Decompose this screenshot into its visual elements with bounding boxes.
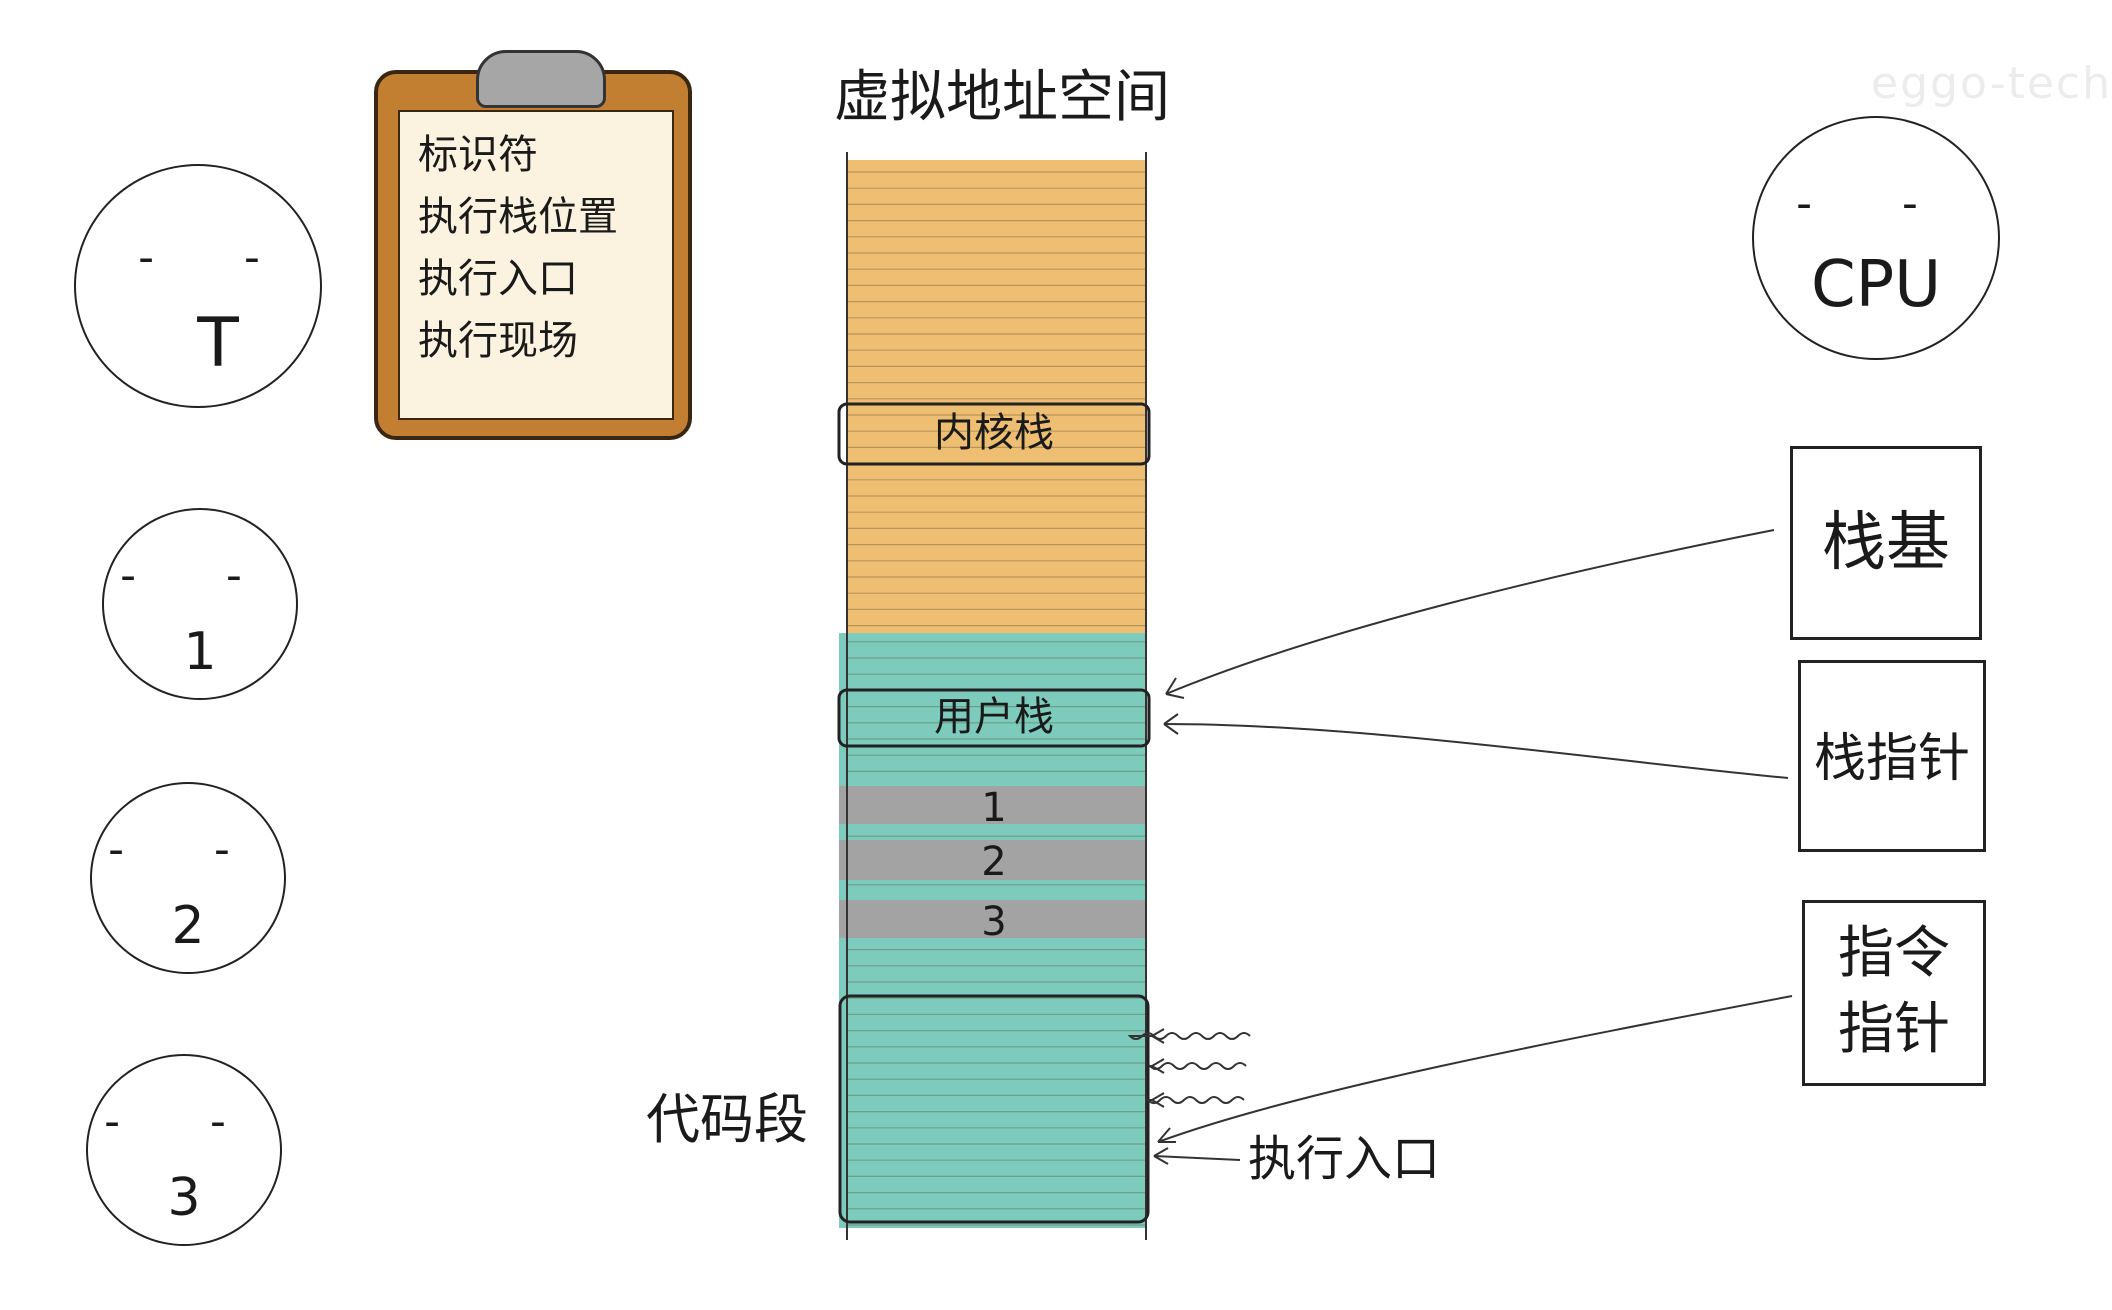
- clipboard-item-stack-location: 执行栈位置: [418, 194, 618, 240]
- stack-pointer-arrow: [1163, 713, 1789, 779]
- cpu-label: CPU: [1810, 248, 1942, 322]
- face-eyes: - -: [120, 550, 280, 601]
- face-eyes: - -: [104, 1096, 264, 1147]
- face-label: 2: [171, 896, 205, 956]
- stack-pointer-label: 栈指针: [1813, 729, 1970, 789]
- thread-stack-label-3: 3: [981, 899, 1007, 945]
- kernel-stack-label: 内核栈: [934, 410, 1054, 456]
- face-label: 3: [167, 1168, 201, 1228]
- watermark: eggo-tech: [1871, 58, 2112, 109]
- face-eyes: - -: [1796, 178, 1956, 229]
- face-label: T: [197, 304, 239, 383]
- user-stack-box: [837, 688, 1151, 748]
- user-stack-label: 用户栈: [934, 694, 1054, 740]
- thread-face-1: - - 1: [102, 508, 298, 700]
- entry-point-label: 执行入口: [1248, 1131, 1441, 1187]
- thread-stack-2: [839, 840, 1146, 880]
- kernel-region: [847, 160, 1146, 633]
- kernel-stack-box: [837, 402, 1151, 466]
- face-label: 1: [183, 622, 217, 682]
- instruction-pointer-label-line1: 指令: [1838, 921, 1950, 986]
- instruction-pointer-register: 指令 指针: [1802, 900, 1986, 1086]
- thread-stack-1: [839, 786, 1146, 824]
- code-segment-box: [838, 994, 1150, 1224]
- stack-base-register: 栈基: [1790, 446, 1982, 640]
- instruction-pointer-label-line2: 指针: [1838, 997, 1950, 1062]
- code-segment-label: 代码段: [646, 1088, 808, 1151]
- stack-base-arrow: [1165, 529, 1775, 699]
- stack-base-label: 栈基: [1822, 506, 1950, 580]
- thread-stack-label-1: 1: [981, 785, 1007, 831]
- memory-title: 虚拟地址空间: [834, 65, 1170, 130]
- face-eyes: - -: [138, 232, 298, 283]
- entry-point-arrow: [1153, 1147, 1241, 1165]
- clipboard-item-entry: 执行入口: [418, 256, 578, 302]
- cpu-face: - - CPU: [1752, 116, 2000, 360]
- clipboard-item-context: 执行现场: [418, 318, 578, 364]
- thread-stack-3: [839, 900, 1146, 938]
- thread-face-2: - - 2: [90, 782, 286, 974]
- instruction-flow-arrows: [1127, 1028, 1251, 1108]
- thread-face-3: - - 3: [86, 1054, 282, 1246]
- instruction-pointer-arrow: [1157, 995, 1793, 1143]
- clipboard-paper: 标识符 执行栈位置 执行入口 执行现场: [398, 110, 674, 420]
- face-eyes: - -: [108, 824, 268, 875]
- clipboard-item-identifier: 标识符: [418, 132, 538, 178]
- thread-face-t: - - T: [74, 164, 322, 408]
- clipboard-clip-icon: [476, 50, 606, 108]
- thread-stack-label-2: 2: [981, 839, 1007, 885]
- stack-pointer-register: 栈指针: [1798, 660, 1986, 852]
- thread-info-clipboard: 标识符 执行栈位置 执行入口 执行现场: [374, 50, 692, 440]
